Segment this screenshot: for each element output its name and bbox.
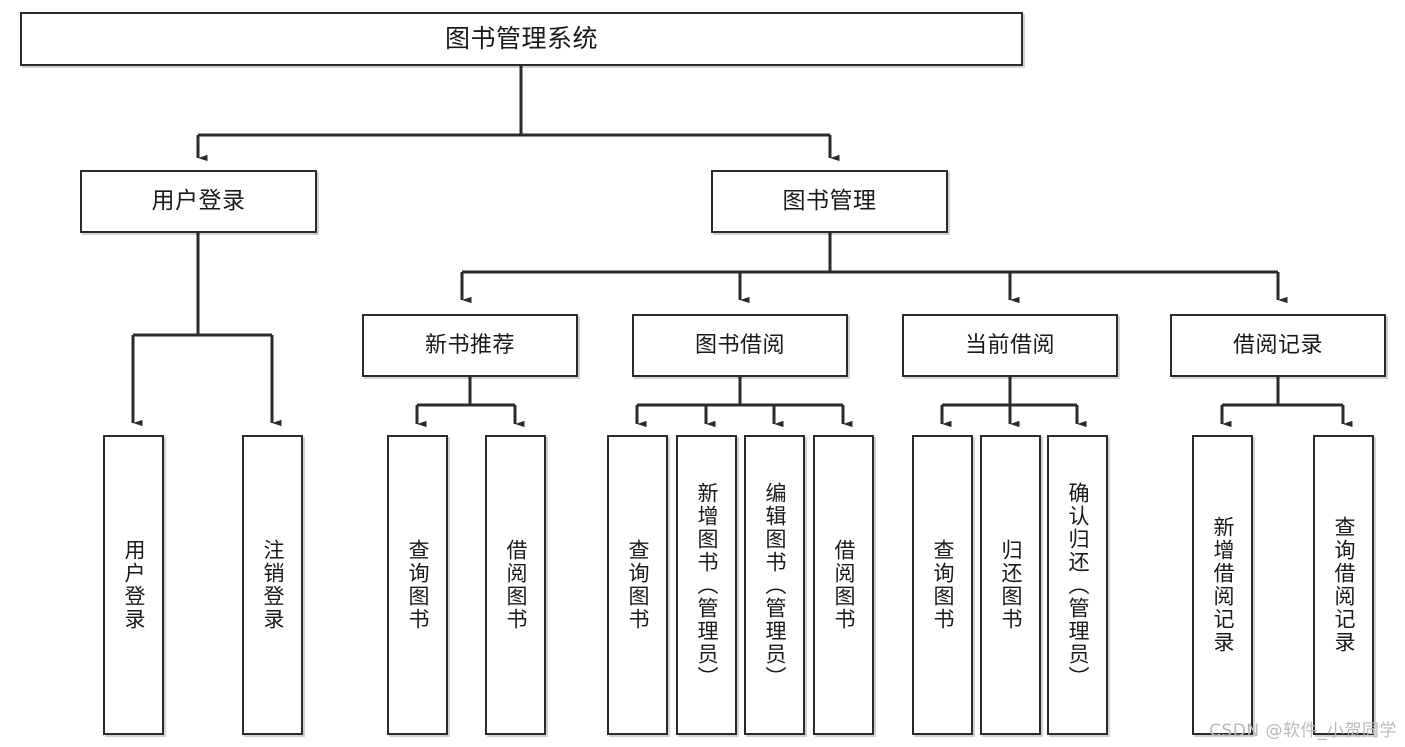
leaf-current-borrow-return-book[interactable]: 归还图书 [980, 435, 1041, 735]
node-book-management[interactable]: 图书管理 [711, 170, 948, 233]
node-label: 用户登录 [122, 539, 146, 631]
leaf-user-login-logout[interactable]: 注销登录 [242, 435, 303, 735]
node-label: 查询图书 [931, 539, 955, 631]
leaf-borrow-record-query-record[interactable]: 查询借阅记录 [1313, 435, 1374, 735]
node-borrow-record[interactable]: 借阅记录 [1170, 314, 1386, 377]
node-label: 新增图书（管理员） [695, 481, 719, 689]
node-label: 新书推荐 [424, 332, 515, 358]
node-current-borrow[interactable]: 当前借阅 [902, 314, 1118, 377]
node-label: 用户登录 [151, 187, 246, 214]
leaf-current-borrow-query-book[interactable]: 查询图书 [912, 435, 973, 735]
node-label: 借阅图书 [504, 539, 528, 631]
node-label: 借阅记录 [1232, 332, 1323, 358]
node-label: 归还图书 [999, 539, 1023, 631]
watermark-text: CSDN @软件_小贺同学 [1209, 721, 1397, 741]
leaf-book-borrow-add-book-admin[interactable]: 新增图书（管理员） [676, 435, 737, 735]
node-root-library-management-system[interactable]: 图书管理系统 [20, 12, 1023, 66]
node-label: 查询图书 [406, 539, 430, 631]
node-label: 图书管理系统 [444, 24, 598, 54]
node-label: 编辑图书（管理员） [763, 481, 787, 689]
node-label: 借阅图书 [832, 539, 856, 631]
node-label: 当前借阅 [964, 332, 1055, 358]
node-user-login[interactable]: 用户登录 [80, 170, 317, 233]
leaf-book-borrow-query-book[interactable]: 查询图书 [607, 435, 668, 735]
leaf-book-borrow-edit-book-admin[interactable]: 编辑图书（管理员） [744, 435, 805, 735]
node-label: 注销登录 [261, 539, 285, 631]
leaf-new-book-query-book[interactable]: 查询图书 [387, 435, 448, 735]
node-label: 图书借阅 [694, 332, 785, 358]
node-label: 图书管理 [782, 187, 877, 214]
leaf-book-borrow-borrow-book[interactable]: 借阅图书 [813, 435, 874, 735]
leaf-borrow-record-add-record[interactable]: 新增借阅记录 [1192, 435, 1253, 735]
node-book-borrow[interactable]: 图书借阅 [632, 314, 848, 377]
node-label: 查询借阅记录 [1332, 516, 1356, 654]
node-label: 确认归还（管理员） [1066, 481, 1090, 689]
node-label: 新增借阅记录 [1211, 516, 1235, 654]
node-label: 查询图书 [626, 539, 650, 631]
leaf-user-login-login[interactable]: 用户登录 [103, 435, 164, 735]
node-new-book-recommend[interactable]: 新书推荐 [362, 314, 578, 377]
leaf-new-book-borrow-book[interactable]: 借阅图书 [485, 435, 546, 735]
leaf-current-borrow-confirm-return-admin[interactable]: 确认归还（管理员） [1047, 435, 1108, 735]
